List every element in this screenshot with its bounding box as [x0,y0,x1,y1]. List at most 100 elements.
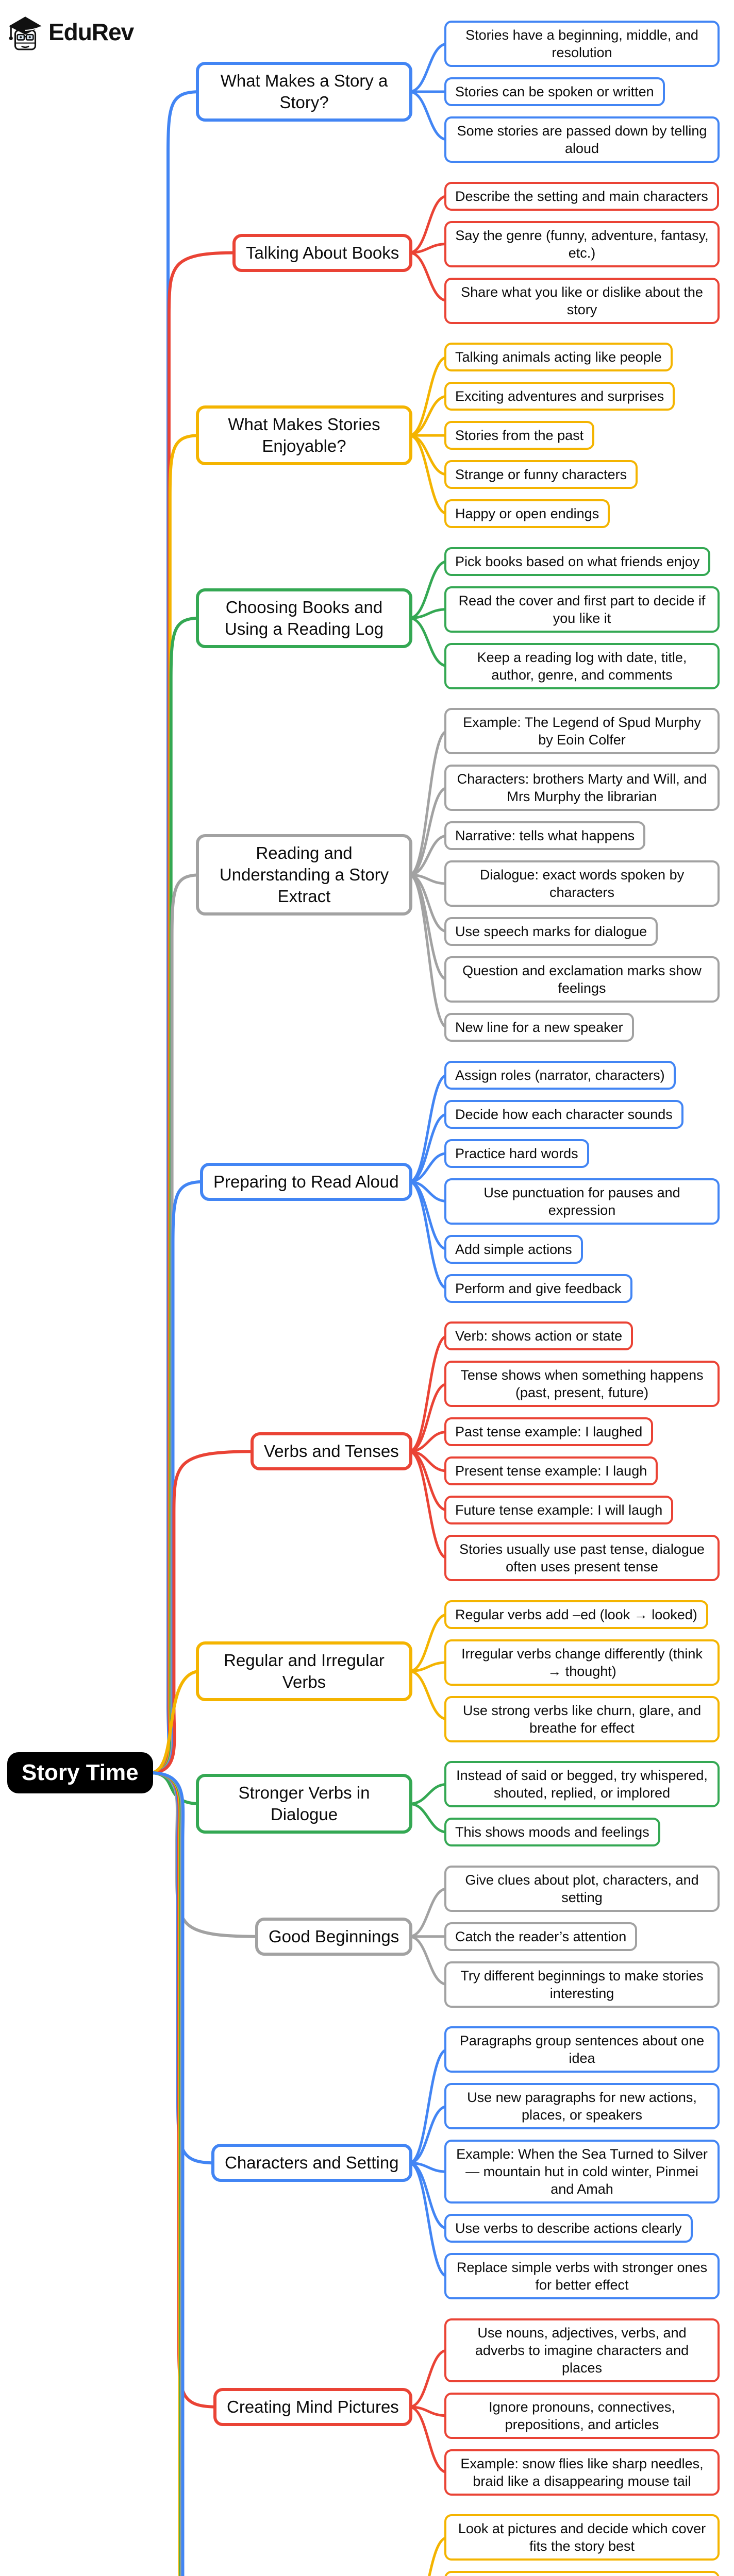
branch-edge [148,1771,183,2576]
leaf-node: Present tense example: I laugh [444,1456,658,1486]
leaf-edge [408,617,449,668]
leaf-edge [408,1661,449,1673]
leaf-node: Use nouns, adjectives, verbs, and adverb… [444,2318,720,2382]
edurev-logo: EduRev [7,12,134,52]
leaf-edge [408,1802,449,1834]
brand-name: EduRev [48,19,134,45]
leaf-edge [408,560,449,620]
leaf-node: Exciting adventures and surprises [444,382,675,411]
branch-node-talking-about-books: Talking About Books [232,233,413,272]
leaf-node: Example: The Legend of Spud Murphy by Eo… [444,708,720,755]
leaf-node: Assign roles (narrator, characters) [444,1060,676,1090]
leaf-edge [408,834,449,876]
leaf-node: Example: When the Sea Turned to Silver —… [444,2140,720,2204]
leaf-node: Use new paragraphs for new actions, plac… [444,2083,720,2130]
leaf-node: New line for a new speaker [444,1013,634,1042]
leaf-node: Catch the reader’s attention [444,1922,638,1951]
leaf-node: Regular verbs add –ed (look → looked) [444,1600,708,1629]
leaf-edge [408,786,449,876]
leaf-node: Some stories are passed down by telling … [444,116,720,163]
branch-edge [148,251,239,1774]
leaf-node: Describe the setting and main characters [444,181,719,211]
leaf-node: Use strong verbs like churn, glare, and … [444,1696,720,1742]
branch-node-stronger-verbs-in-dialogue: Stronger Verbs in Dialogue [196,1774,412,1834]
leaf-node: Use verbs to describe actions clearly [444,2214,693,2243]
branch-edge [148,434,203,1774]
leaf-edge [408,730,449,876]
leaf-edge [428,2536,449,2576]
leaf-node: Happy or open endings [444,499,610,529]
leaf-node: Add simple actions [444,1234,583,1264]
leaf-edge [408,1887,449,1938]
leaf-edge [408,873,449,1029]
leaf-node: Stories usually use past tense, dialogue… [444,1535,720,1582]
leaf-node: Use punctuation for pauses and expressio… [444,1178,720,1225]
leaf-node: Replace simple verbs with stronger ones … [444,2253,720,2300]
leaf-edge [408,395,449,437]
leaf-edge [408,195,449,255]
leaf-node: Tense shows when something happens (past… [444,1361,720,1408]
leaf-edge [408,243,449,255]
leaf-node: Look at pictures and decide which cover … [444,2514,720,2561]
branch-node-characters-and-setting: Characters and Setting [211,2144,412,2182]
leaf-node: Try different beginnings to make stories… [444,1961,720,2008]
leaf-node: Give clues about plot, characters, and s… [444,1865,720,1912]
leaf-node: Example: snow flies like sharp needles, … [444,2449,720,2496]
leaf-edge [408,42,449,93]
branch-edge [148,1450,257,1774]
branch-edge [148,1771,182,2576]
branch-node-what-makes-a-story-a-story: What Makes a Story a Story? [196,62,412,122]
leaf-node: Share what you like or dislike about the… [444,277,720,324]
central-topic-story-time: Story Time [7,1752,153,1793]
leaf-node: Use speech marks for dialogue [444,917,658,946]
leaf-node: Strange or funny characters [444,460,638,489]
leaf-edge [408,2405,449,2417]
leaf-node: Perform and give feedback [444,1274,632,1303]
leaf-edge [408,355,449,437]
leaf-edge [408,1152,449,1183]
leaf-edge [408,1382,449,1453]
branch-node-verbs-and-tenses: Verbs and Tenses [251,1432,412,1471]
branch-node-good-beginnings: Good Beginnings [255,1917,413,1956]
graduation-cap-student-icon [9,16,42,50]
leaf-node: Paragraphs group sentences about one ide… [444,2026,720,2073]
leaf-edge [408,1783,449,1805]
leaf-node: Ignore pronouns, connectives, prepositio… [444,2392,720,2439]
branch-node-preparing-to-read-aloud: Preparing to Read Aloud [200,1162,412,1201]
leaf-node: Past tense example: I laughed [444,1417,654,1447]
leaf-node: This shows moods and feelings [444,1818,660,1847]
leaf-node: Decide how each character sounds [444,1099,683,1129]
leaf-edge [408,2161,449,2278]
leaf-node: Verb: shows action or state [444,1321,633,1351]
leaf-edge [408,1450,449,1560]
branch-node-creating-mind-pictures: Creating Mind Pictures [213,2387,412,2426]
leaf-edge [408,1670,449,1721]
leaf-node: Stories from the past [444,421,595,450]
leaf-edge [408,873,449,981]
leaf-node: Instead of said or begged, try whispered… [444,1761,720,1808]
leaf-edge [408,434,449,515]
leaf-edge [408,2161,449,2173]
leaf-node: Stories can be spoken or written [444,77,665,106]
branch-node-choosing-books-and-using-a-reading-log: Choosing Books and Using a Reading Log [196,588,412,648]
branch-node-what-makes-stories-enjoyable: What Makes Stories Enjoyable? [196,405,412,466]
leaf-edge [408,1613,449,1673]
leaf-node: Talking animals acting like people [444,343,673,372]
leaf-node: Read the cover and first part to decide … [444,586,720,633]
leaf-edge [408,2105,449,2164]
leaf-node: Practice hard words [444,1139,589,1168]
branch-edge [148,616,203,1774]
leaf-node: Stories have a beginning, middle, and re… [444,21,720,67]
leaf-edge [408,1334,449,1453]
leaf-edge [408,434,449,476]
branch-edge [148,90,203,1774]
leaf-edge [408,2405,449,2474]
leaf-node: Keep a reading log with date, title, aut… [444,642,720,689]
leaf-edge [408,1935,449,1986]
branch-edge [148,1771,185,2576]
leaf-node: Dialogue: exact words spoken by characte… [444,860,720,907]
branch-node-reading-and-understanding-a-story-extrac: Reading and Understanding a Story Extrac… [196,834,412,916]
leaf-node: Describe nouns and adjectives about the … [444,2571,720,2576]
